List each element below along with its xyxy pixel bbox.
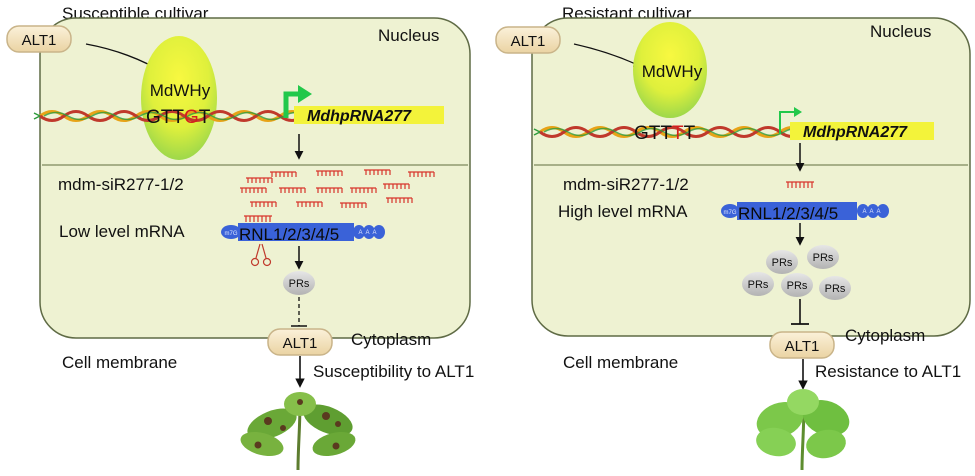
right-rnl-label: RNL1/2/3/4/5 xyxy=(738,204,838,223)
left-outcome: Susceptibility to ALT1 xyxy=(313,362,474,381)
left-sirna-label: mdm-siR277-1/2 xyxy=(58,175,184,194)
left-mrna-label: Low level mRNA xyxy=(59,222,185,241)
svg-text:PRs: PRs xyxy=(813,252,834,264)
left-mrna-cap xyxy=(221,225,241,239)
left-motif: GTTGT xyxy=(146,107,211,128)
svg-text:m7G: m7G xyxy=(723,210,736,216)
right-alt1-membrane: ALT1 xyxy=(769,331,835,359)
svg-text:PRs: PRs xyxy=(825,283,846,295)
sirna-duplex xyxy=(408,171,435,177)
left-mrna-body xyxy=(238,223,354,241)
sirna-duplex xyxy=(386,197,413,203)
healthy-plant-icon xyxy=(756,389,850,471)
right-outcome: Resistance to ALT1 xyxy=(815,362,961,381)
left-alt1-membrane: ALT1 xyxy=(267,328,333,356)
right-prs-1: PRs xyxy=(766,250,798,274)
sirna-duplex xyxy=(246,177,273,183)
svg-text:PRs: PRs xyxy=(787,280,808,292)
sirna-duplex xyxy=(340,202,367,208)
sirna-duplex xyxy=(383,183,410,189)
left-tf-label: MdWHy xyxy=(150,81,211,100)
right-nucleus-label: Nucleus xyxy=(870,22,931,41)
sirna-duplex xyxy=(364,169,391,175)
left-nucleus-label: Nucleus xyxy=(378,26,439,45)
left-cytoplasm-label: Cytoplasm xyxy=(351,330,431,349)
right-gene-label: MdhpRNA277 xyxy=(803,124,908,141)
right-mrna: m7G RNL1/2/3/4/5 AAA xyxy=(721,202,889,223)
right-gene-bar xyxy=(790,122,934,140)
svg-text:PRs: PRs xyxy=(289,278,310,290)
sirna-duplex xyxy=(250,201,277,207)
right-cytoplasm-label: Cytoplasm xyxy=(845,326,925,345)
sirna-duplex xyxy=(279,187,306,193)
sirna-duplex xyxy=(240,187,267,193)
left-sirna-group xyxy=(240,169,435,208)
sirna-duplex xyxy=(316,170,343,176)
sirna-duplex xyxy=(350,187,377,193)
right-panel: Resistant cultivar Nucleus ALT1 MdWHy GT… xyxy=(495,4,971,471)
svg-text:PRs: PRs xyxy=(748,279,769,291)
left-prs: PRs xyxy=(283,271,315,295)
right-dna-helix xyxy=(533,126,809,138)
right-tf-label: MdWHy xyxy=(642,62,703,81)
right-prs-2: PRs xyxy=(807,245,839,269)
right-prs-4: PRs xyxy=(781,273,813,297)
right-motif: GTTTT xyxy=(634,123,696,144)
right-tf-blob xyxy=(633,22,707,118)
right-mrna-label: High level mRNA xyxy=(558,202,688,221)
diseased-plant-icon xyxy=(240,392,356,471)
left-gene-label: MdhpRNA277 xyxy=(307,108,412,125)
left-gene-bar xyxy=(294,106,444,124)
left-polya-label: AAA xyxy=(358,230,379,236)
svg-text:ALT1: ALT1 xyxy=(283,335,318,352)
left-tss-arrow xyxy=(283,91,300,118)
right-mrna-cap xyxy=(721,204,739,218)
right-prs-5: PRs xyxy=(819,276,851,300)
right-alt1-outside: ALT1 xyxy=(495,26,561,54)
svg-text:m7G: m7G xyxy=(224,231,237,237)
left-rnl-label: RNL1/2/3/4/5 xyxy=(239,225,339,244)
sirna-duplex xyxy=(296,201,323,207)
left-dna-helix xyxy=(33,110,309,122)
sirna-duplex xyxy=(270,171,297,177)
left-cleavage-sirna xyxy=(244,215,272,222)
right-polya-label: AAA xyxy=(862,209,883,215)
svg-text:PRs: PRs xyxy=(772,257,793,269)
right-sirna xyxy=(786,181,814,188)
sirna-duplex xyxy=(316,187,343,193)
left-tf-blob xyxy=(141,36,217,160)
svg-text:ALT1: ALT1 xyxy=(22,32,57,49)
left-membrane-label: Cell membrane xyxy=(62,353,177,372)
right-tss-arrow xyxy=(779,111,796,134)
svg-text:ALT1: ALT1 xyxy=(785,338,820,355)
right-membrane-label: Cell membrane xyxy=(563,353,678,372)
left-mrna: m7G RNL1/2/3/4/5 AAA xyxy=(221,223,385,244)
right-sirna-label: mdm-siR277-1/2 xyxy=(563,175,689,194)
right-prs-cluster: PRs PRs PRs PRs PRs xyxy=(742,245,851,300)
right-prs-3: PRs xyxy=(742,272,774,296)
right-mrna-body xyxy=(737,202,857,220)
left-alt1-outside: ALT1 xyxy=(6,25,72,53)
scissors-icon xyxy=(250,243,272,267)
svg-text:ALT1: ALT1 xyxy=(511,33,546,50)
left-panel: Susceptible cultivar Nucleus ALT1 MdWHy … xyxy=(6,4,474,471)
